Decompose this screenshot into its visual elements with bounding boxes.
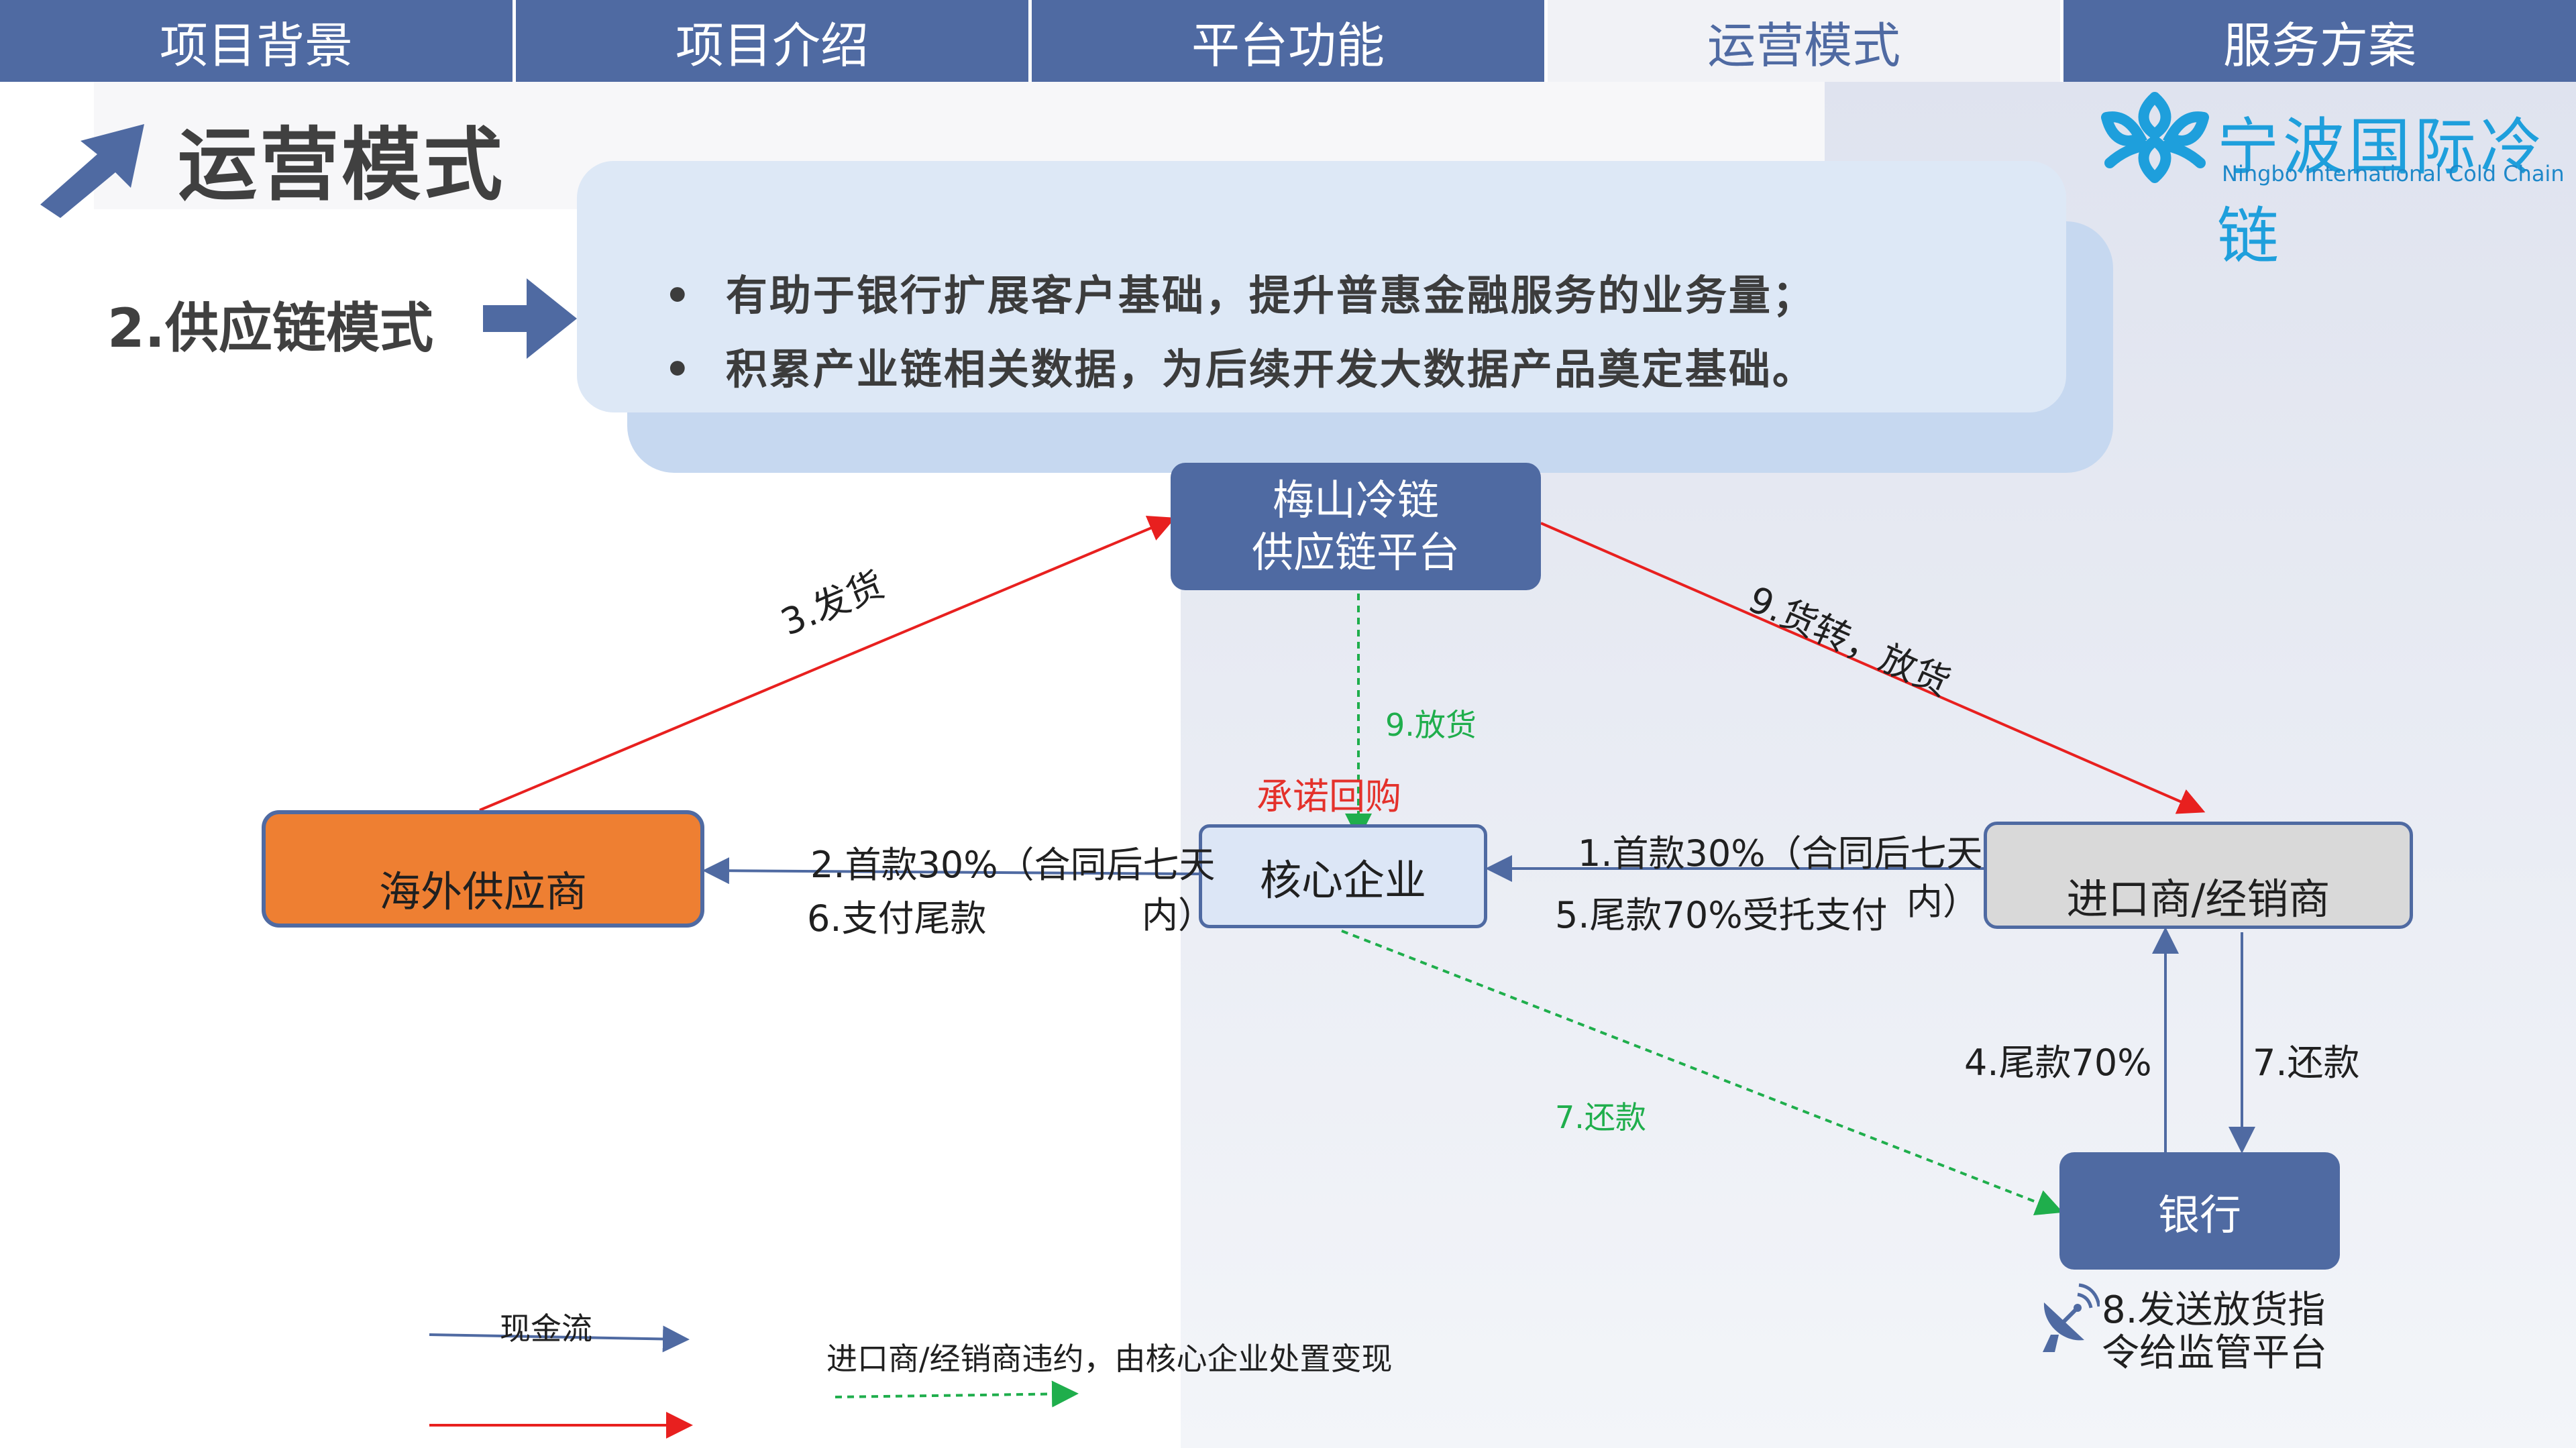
- tab-service-plan[interactable]: 服务方案: [2063, 0, 2576, 82]
- node-importer-distributor: 进口商/经销商: [1984, 822, 2413, 929]
- satellite-dish-icon: [2043, 1283, 2100, 1352]
- platform-label-1: 梅山冷链: [1272, 476, 1439, 524]
- title-arrow-icon: [40, 124, 144, 218]
- tab-platform-functions[interactable]: 平台功能: [1032, 0, 1548, 82]
- label-repay-green: 7.还款: [1555, 1099, 1646, 1135]
- label-repay: 7.还款: [2253, 1042, 2360, 1084]
- label-pay-balance: 6.支付尾款: [807, 897, 987, 940]
- tab-project-intro[interactable]: 项目介绍: [516, 0, 1032, 82]
- snowflake-logo-icon: [2101, 92, 2209, 183]
- bullet-item: • 有助于银行扩展客户基础，提升普惠金融服务的业务量；: [664, 271, 1816, 320]
- info-box: [577, 161, 2066, 412]
- platform-label-2: 供应链平台: [1251, 528, 1460, 577]
- node-core-enterprise: 核心企业: [1199, 824, 1487, 928]
- arrow-payment-to-supplier: [702, 857, 1199, 885]
- logo-text-cn: 宁波国际冷链: [2217, 111, 2546, 272]
- top-nav-tabs: 项目背景 项目介绍 平台功能 运营模式 服务方案: [0, 0, 2576, 82]
- logo-text-en: Ningbo International Cold Chain: [2222, 161, 2565, 186]
- bullet-item: • 积累产业链相关数据，为后续开发大数据产品奠定基础。: [664, 345, 1816, 394]
- label-balance-70: 4.尾款70%: [1964, 1042, 2152, 1084]
- tab-operation-mode[interactable]: 运营模式: [1548, 0, 2063, 82]
- label-send-instruction: 8.发送放货指 令给监管平台: [2102, 1289, 2327, 1375]
- legend-cash-flow-line: [429, 1325, 690, 1353]
- page-title: 运营模式: [178, 119, 506, 211]
- arrow-transfer-release: [1540, 522, 2206, 814]
- node-overseas-supplier: 海外供应商: [262, 810, 704, 928]
- tab-project-background[interactable]: 项目背景: [0, 0, 516, 82]
- label-entrusted-payment: 5.尾款70%受托支付: [1555, 894, 1888, 936]
- label-buyback: 承诺回购: [1256, 775, 1401, 818]
- mode-label: 2.供应链模式: [107, 297, 434, 359]
- legend-default-note: 进口商/经销商违约，由核心企业处置变现: [826, 1341, 1393, 1377]
- legend-default-line: [835, 1380, 1079, 1408]
- label-down-payment-right: 1.首款30%（合同后七天: [1578, 832, 1983, 875]
- label-down-payment-left-cont: 内）: [1142, 894, 1214, 936]
- arrow-repay-green: [1341, 930, 2063, 1215]
- node-supply-chain-platform: 梅山冷链 供应链平台: [1171, 463, 1541, 590]
- label-down-payment-right-cont: 内）: [1907, 881, 1979, 923]
- node-bank: 银行: [2059, 1152, 2340, 1270]
- label-release: 9.放货: [1385, 707, 1477, 743]
- right-arrow-icon: [483, 278, 577, 359]
- label-send-instruction-2: 令给监管平台: [2102, 1331, 2327, 1375]
- arrow-ship: [479, 515, 1176, 812]
- label-down-payment-left: 2.首款30%（合同后七天: [810, 844, 1216, 886]
- legend-cash-flow: 现金流: [500, 1311, 592, 1347]
- label-send-instruction-1: 8.发送放货指: [2102, 1288, 2326, 1332]
